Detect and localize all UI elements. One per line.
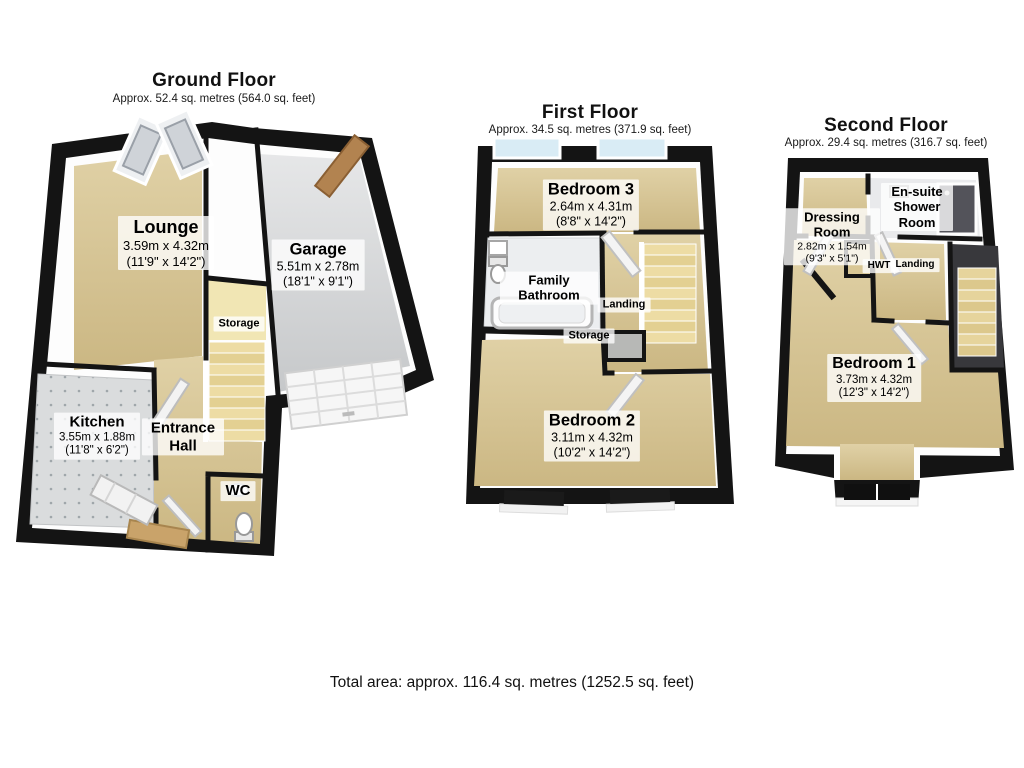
room-label-lounge: Lounge 3.59m x 4.32m (11'9" x 14'2")	[118, 216, 214, 270]
room-label-bedroom3: Bedroom 3 2.64m x 4.31m (8'8" x 14'2")	[542, 179, 640, 231]
ground-floor-subtitle: Approx. 52.4 sq. metres (564.0 sq. feet)	[112, 93, 316, 105]
room-label-bedroom1: Bedroom 1 3.73m x 4.32m (12'3" x 14'2")	[827, 354, 921, 402]
bathroom-sink	[488, 240, 508, 256]
garage-door	[283, 358, 409, 430]
room-label-landing-first: Landing	[597, 297, 651, 313]
second-floor-subtitle: Approx. 29.4 sq. metres (316.7 sq. feet)	[784, 137, 988, 149]
hall-rear-door-leaf	[161, 494, 203, 538]
room-label-entrance-hall: Entrance Hall	[142, 418, 224, 456]
second-staircase	[950, 244, 1004, 368]
ground-staircase	[203, 341, 266, 442]
second-floor-title: Second Floor	[824, 115, 948, 136]
first-staircase	[639, 242, 697, 344]
room-label-bedroom2: Bedroom 2 3.11m x 4.32m (10'2" x 14'2")	[543, 410, 641, 462]
room-label-kitchen: Kitchen 3.55m x 1.88m (11'8" x 6'2")	[53, 412, 141, 460]
room-label-storage-first: Storage	[563, 328, 615, 344]
room-label-hwt: HWT	[862, 259, 896, 273]
kitchen-counter	[89, 473, 159, 527]
room-label-storage-ground: Storage	[213, 316, 265, 332]
ground-floor-title: Ground Floor	[152, 70, 276, 91]
total-area-text: Total area: approx. 116.4 sq. metres (12…	[329, 674, 695, 691]
bedroom3-door-leaf	[600, 229, 642, 279]
first-floor-title: First Floor	[541, 102, 639, 123]
first-top-windows	[492, 136, 668, 160]
first-floor-subtitle: Approx. 34.5 sq. metres (371.9 sq. feet)	[488, 124, 692, 136]
room-label-ensuite-shower-room: En-suite Shower Room	[881, 183, 953, 231]
room-label-dressing-room: Dressing Room 2.82m x 1.54m (9'3" x 5'1"…	[784, 208, 880, 266]
doormat	[125, 518, 191, 550]
room-label-family-bathroom: Family Bathroom	[500, 271, 598, 305]
first-storage-recess	[604, 330, 646, 362]
room-label-garage: Garage 5.51m x 2.78m (18'1" x 9'1")	[271, 239, 365, 291]
bathroom-toilet	[488, 256, 508, 284]
garage-side-door	[313, 133, 371, 199]
room-label-wc: WC	[220, 481, 256, 501]
first-bottom-windows	[498, 487, 676, 515]
room-label-landing-second: Landing	[890, 258, 940, 272]
wc-toilet	[234, 512, 254, 542]
dormer-window	[835, 484, 919, 507]
entrance-double-doors	[112, 108, 214, 187]
